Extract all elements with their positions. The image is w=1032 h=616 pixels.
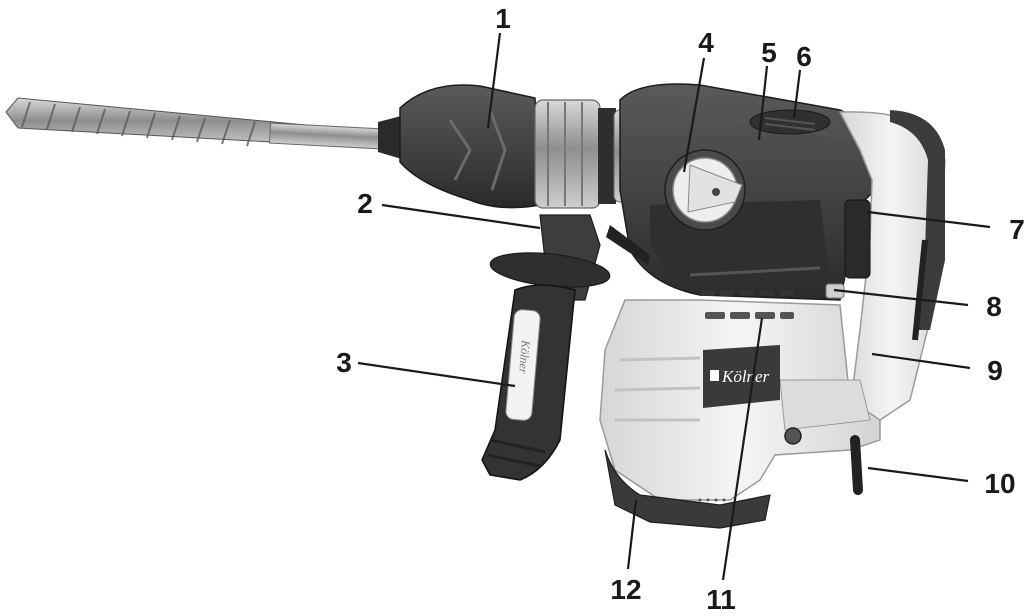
chuck [378, 84, 541, 209]
auxiliary-handle: Kölner [481, 214, 611, 481]
callout-8: 8 [986, 291, 1002, 322]
leader-6 [792, 69, 802, 119]
callout-numbers: 1 2 3 4 5 6 7 8 9 10 11 12 [336, 3, 1025, 615]
leader-2 [381, 203, 541, 230]
leader-12 [626, 499, 638, 570]
leader-3 [357, 361, 516, 388]
callout-2: 2 [357, 188, 373, 219]
callout-9: 9 [987, 355, 1003, 386]
leader-4 [682, 57, 706, 173]
callout-leaders [357, 32, 991, 581]
leader-8 [833, 288, 969, 307]
callout-4: 4 [698, 27, 714, 58]
callout-5: 5 [761, 37, 777, 68]
callout-3: 3 [336, 347, 352, 378]
power-cord [850, 435, 863, 495]
mode-selector-knob [664, 149, 746, 231]
handle-logo-text: Kölner [516, 339, 533, 375]
depth-gauge [606, 225, 650, 265]
leader-9 [871, 352, 971, 370]
trigger-switch [844, 199, 871, 279]
callout-10: 10 [984, 468, 1015, 499]
brand-plate: Kölner [703, 345, 780, 408]
leader-7 [867, 210, 991, 229]
brand-logo-text: Kölner [721, 367, 770, 386]
callout-1: 1 [495, 3, 511, 34]
callout-7: 7 [1009, 214, 1025, 245]
callout-11: 11 [706, 584, 736, 615]
drill-bit [5, 97, 383, 150]
gear-housing [619, 83, 881, 301]
leader-11 [721, 317, 764, 581]
leader-10 [867, 466, 969, 483]
leader-1 [486, 32, 502, 129]
callout-12: 12 [610, 574, 641, 605]
callout-6: 6 [796, 41, 812, 72]
top-vent-cover [749, 109, 831, 135]
brush-cover-cap [604, 449, 771, 529]
leader-5 [757, 65, 769, 141]
